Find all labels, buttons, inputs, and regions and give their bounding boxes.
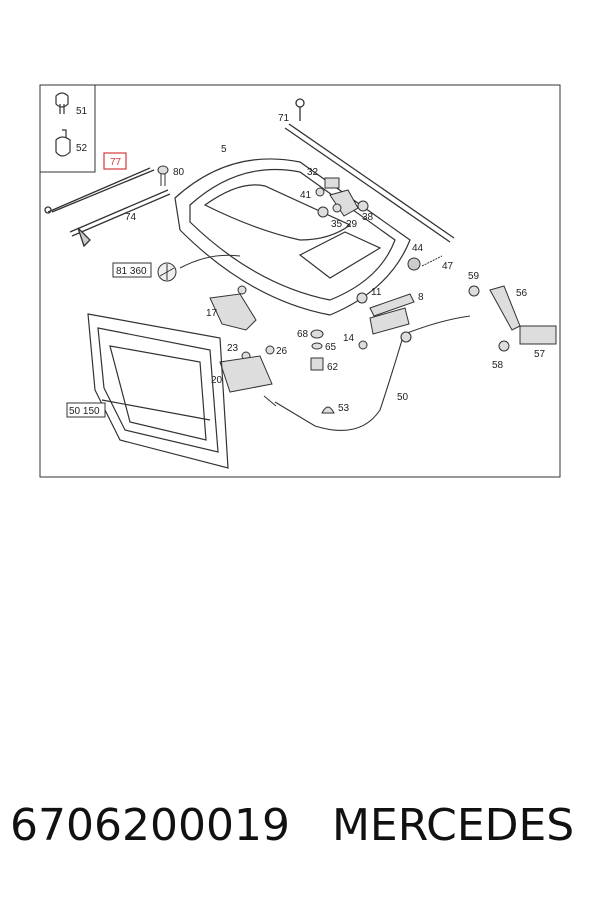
bump-stop-53 bbox=[321, 406, 335, 414]
callout-51: 51 bbox=[76, 106, 88, 117]
part-number: 6706200019 bbox=[10, 800, 290, 851]
spring-nut-44-47 bbox=[407, 255, 443, 271]
latch-plate bbox=[219, 345, 277, 407]
emblem-arrow bbox=[179, 254, 241, 269]
callout-14: 14 bbox=[343, 333, 355, 344]
bolt-80 bbox=[157, 165, 169, 186]
callout-47: 47 bbox=[442, 261, 454, 272]
release-cable bbox=[274, 315, 471, 431]
callout-17: 17 bbox=[206, 308, 218, 319]
callout-56: 56 bbox=[516, 288, 528, 299]
callout-50: 50 bbox=[397, 392, 409, 403]
callout-57: 57 bbox=[534, 349, 546, 360]
callout-35: 35 bbox=[331, 219, 343, 230]
callout-74: 74 bbox=[125, 212, 137, 223]
footer: 6706200019 MERCEDES bbox=[10, 800, 595, 860]
callout-59: 59 bbox=[468, 271, 480, 282]
callout-38: 38 bbox=[362, 212, 374, 223]
clip-51-icon bbox=[55, 92, 69, 114]
callout-8: 8 bbox=[418, 292, 424, 303]
callout-44: 44 bbox=[412, 243, 424, 254]
radiator-grille bbox=[87, 313, 229, 469]
latch-handle bbox=[468, 285, 557, 352]
callout-52: 52 bbox=[76, 143, 88, 154]
callout-77: 77 bbox=[110, 157, 122, 168]
ref-50150: 50 150 bbox=[69, 406, 100, 417]
diagram-frame bbox=[39, 84, 561, 478]
hinge-assembly bbox=[315, 177, 369, 218]
callout-23: 23 bbox=[227, 343, 239, 354]
latch-bracket bbox=[356, 292, 415, 335]
ref-81360: 81 360 bbox=[116, 266, 147, 277]
emblem-star-icon bbox=[157, 262, 177, 282]
callout-71: 71 bbox=[278, 113, 290, 124]
weatherstrip-71 bbox=[284, 98, 455, 243]
hood-stay-rod bbox=[69, 189, 171, 248]
callout-32: 32 bbox=[307, 167, 319, 178]
callout-41: 41 bbox=[300, 190, 312, 201]
callout-65: 65 bbox=[325, 342, 337, 353]
hood-panel bbox=[174, 158, 411, 316]
ref-50150-box bbox=[66, 402, 106, 418]
bracket-17 bbox=[209, 285, 257, 331]
callout-77-box bbox=[103, 152, 127, 170]
callout-80: 80 bbox=[173, 167, 185, 178]
bolt-14 bbox=[358, 340, 368, 350]
callout-5: 5 bbox=[221, 144, 227, 155]
callout-29: 29 bbox=[346, 219, 358, 230]
callout-58: 58 bbox=[492, 360, 504, 371]
callout-68: 68 bbox=[297, 329, 309, 340]
brand-name: MERCEDES bbox=[331, 800, 575, 851]
hood-support-rod bbox=[44, 167, 155, 214]
clip-52-icon bbox=[55, 129, 71, 157]
callout-11: 11 bbox=[371, 287, 382, 298]
callout-20: 20 bbox=[211, 375, 223, 386]
buffer-parts bbox=[310, 329, 324, 371]
ref-81360-box bbox=[112, 262, 152, 278]
callout-62: 62 bbox=[327, 362, 339, 373]
callout-26: 26 bbox=[276, 346, 288, 357]
callout-53: 53 bbox=[338, 403, 350, 414]
